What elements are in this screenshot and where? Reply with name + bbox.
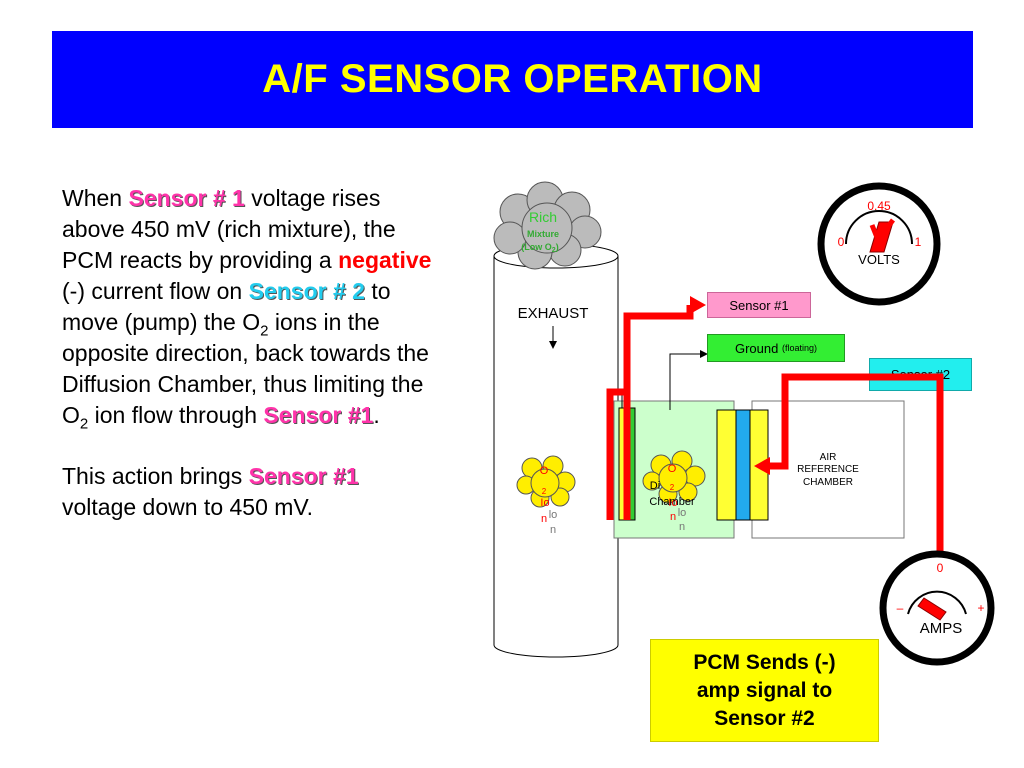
- text-run: voltage down to 450 mV.: [62, 494, 314, 520]
- volts-one: 1: [915, 235, 922, 249]
- cloud-mixture-label: Mixture: [527, 229, 559, 239]
- cloud-close: ): [556, 242, 559, 252]
- ion-n-label: n: [541, 513, 547, 525]
- pcm-line1: PCM Sends (-): [693, 650, 836, 674]
- subscript: 2: [79, 415, 89, 433]
- volts-needle-arrow: [869, 218, 895, 246]
- volts-zero: 0: [838, 235, 845, 249]
- volts-gauge: 0 1 0.45 VOLTS: [817, 182, 941, 306]
- ion-io-label: Io: [668, 497, 677, 509]
- ion-lo-label: lo: [549, 509, 558, 521]
- amps-zero: 0: [937, 561, 944, 575]
- sensor1-label-box: Sensor #1: [707, 292, 811, 318]
- ion-n2-label: n: [550, 524, 556, 536]
- ion-2-label: 2: [542, 487, 547, 496]
- sensor1-highlight: Sensor #1: [263, 402, 374, 428]
- sensor1-label: Sensor #1: [729, 297, 789, 313]
- exhaust-label: EXHAUST: [518, 305, 589, 322]
- cloud-rich-label: Rich: [529, 209, 557, 225]
- sensor2-element: [735, 409, 751, 521]
- sensor2-highlight: Sensor # 2: [248, 278, 365, 304]
- ion-io-label: Io: [540, 497, 549, 509]
- volts-mid: 0.45: [867, 199, 891, 213]
- ground-sub-label: (floating): [781, 343, 817, 353]
- pcm-text: PCM Sends (-) amp signal to Sensor #2: [693, 649, 835, 733]
- o2-ion-cloud-left: O 2 Io lo n n: [516, 455, 576, 536]
- cloud-low-sub: 2: [552, 247, 556, 254]
- ground-label-box: Ground (floating): [707, 334, 845, 362]
- ion-o-label: O: [668, 463, 677, 475]
- amps-plus: +: [977, 601, 984, 615]
- amps-minus: –: [897, 601, 904, 615]
- negative-highlight: negative: [338, 247, 432, 273]
- air-ref-line1: AIR: [820, 452, 837, 463]
- text-run: When: [62, 185, 129, 211]
- sensor1-highlight: Sensor # 1: [128, 185, 245, 211]
- air-ref-line3: CHAMBER: [803, 477, 853, 488]
- sensor2-electrode-left: [716, 409, 737, 521]
- paragraph-1: When Sensor # 1 voltage rises above 450 …: [62, 183, 432, 433]
- title-bar: A/F SENSOR OPERATION: [52, 31, 973, 128]
- chamber-partial-label: Chamber: [649, 496, 695, 508]
- ground-wire: [669, 350, 708, 410]
- pcm-callout: PCM Sends (-) amp signal to Sensor #2: [650, 639, 879, 742]
- sensor1-wire-arrow: [690, 296, 706, 314]
- slide-title: A/F SENSOR OPERATION: [262, 57, 763, 101]
- ion-n-label: n: [670, 511, 676, 523]
- text-run: ion flow through: [88, 402, 264, 428]
- air-ref-line2: REFERENCE: [797, 464, 859, 475]
- cloud-low-text: (Low O: [521, 242, 552, 252]
- rich-mixture-cloud: Rich Mixture (Low O2): [493, 181, 602, 270]
- text-run: to move (pump) the O: [62, 278, 391, 335]
- text-run: (-) current flow on: [62, 278, 249, 304]
- diffusion-partial-label: Di: [650, 480, 660, 492]
- sensor1-wire: [606, 305, 694, 520]
- text-run: This action brings: [62, 463, 249, 489]
- pcm-line3: Sensor #2: [714, 706, 815, 730]
- volts-unit: VOLTS: [858, 252, 900, 267]
- sensor1-highlight: Sensor #1: [248, 463, 359, 489]
- ground-label: Ground: [734, 340, 779, 356]
- o2-ion-cloud-right: O 2 Io lo n n: [642, 450, 706, 533]
- explanation-text: When Sensor # 1 voltage rises above 450 …: [62, 183, 432, 523]
- text-run: ions in the opposite direction, back tow…: [62, 309, 429, 428]
- pcm-line2: amp signal to: [696, 678, 833, 702]
- amps-gauge: 0 – + AMPS: [879, 550, 995, 666]
- ion-lo-label: lo: [678, 507, 687, 519]
- sensor2-label: Sensor #2: [890, 367, 951, 382]
- sensor2-wire-arrow: [754, 457, 770, 475]
- sensor2-label-box: Sensor #2: [869, 358, 972, 391]
- ion-o-label: O: [540, 465, 549, 477]
- amps-needle: [917, 597, 947, 621]
- subscript: 2: [260, 322, 269, 340]
- ion-2-label: 2: [670, 483, 675, 492]
- text-run: voltage rises above 450 mV (rich mixture…: [62, 185, 396, 273]
- text-run: .: [373, 402, 380, 428]
- cloud-low-label: (Low O2): [521, 242, 558, 254]
- ion-n2-label: n: [679, 521, 685, 533]
- paragraph-2: This action brings Sensor #1 voltage dow…: [62, 461, 432, 523]
- amps-unit: AMPS: [920, 620, 963, 637]
